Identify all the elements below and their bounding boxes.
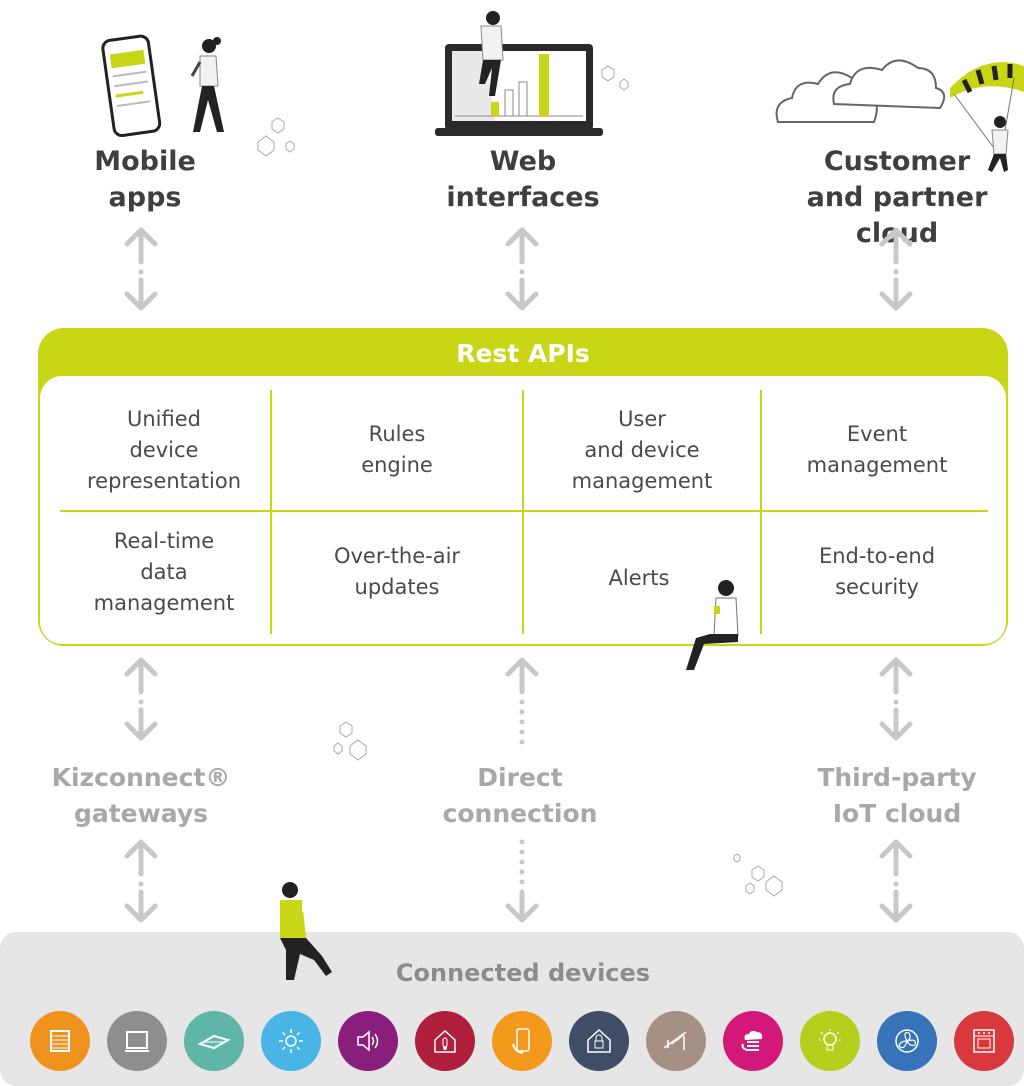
device-smart-lock: [569, 1011, 629, 1071]
hexagon-decoration: [601, 65, 629, 91]
device-speaker: [338, 1011, 398, 1071]
bidirectional-arrow: [124, 839, 158, 923]
hexagon-decoration: [733, 853, 783, 897]
downward-dotted-arrow: [505, 839, 539, 923]
mobile-phone-illustration: [101, 34, 224, 138]
device-window: [107, 1011, 167, 1071]
cell-divider: [60, 510, 988, 512]
bidirectional-arrow: [879, 227, 913, 311]
skylight-icon: [197, 1034, 231, 1050]
smart-lock-icon: [587, 1028, 611, 1053]
device-skylight: [184, 1011, 244, 1071]
hexagon-decoration: [333, 721, 367, 761]
fan-icon: [895, 1029, 919, 1053]
sitting-person-illustration: [280, 882, 332, 980]
sun-sensor-icon: [279, 1029, 303, 1053]
rest-apis-title: Rest APIs: [456, 339, 590, 368]
window-icon: [125, 1031, 149, 1052]
lightbulb-icon: [819, 1029, 841, 1051]
smartphone-icon: [512, 1028, 530, 1054]
device-thermostat: [415, 1011, 475, 1071]
bidirectional-arrow: [124, 227, 158, 311]
bidirectional-arrow: [879, 839, 913, 923]
cloud-link-icon: [741, 1030, 763, 1051]
sitting-person-illustration: [686, 580, 739, 670]
device-roller-shutter: [30, 1011, 90, 1071]
oven-icon: [973, 1029, 995, 1053]
cell-divider: [522, 390, 524, 634]
device-cloud-link: [723, 1011, 783, 1071]
device-lightbulb: [800, 1011, 860, 1071]
device-sun-sensor: [261, 1011, 321, 1071]
parachute-illustration: [950, 62, 1024, 172]
device-oven: [954, 1011, 1014, 1071]
laptop-chart-illustration: [435, 11, 603, 136]
device-smartphone: [492, 1011, 552, 1071]
bidirectional-arrow: [879, 657, 913, 741]
device-fan: [877, 1011, 937, 1071]
kizconnect-gateways-label: Kizconnect®gateways: [51, 763, 231, 828]
feature-alerts: Alerts: [608, 565, 670, 590]
roller-shutter-icon: [50, 1030, 70, 1052]
pergola-icon: [663, 1031, 687, 1050]
device-pergola: [646, 1011, 706, 1071]
speaker-icon: [357, 1030, 379, 1052]
thermostat-icon: [434, 1029, 456, 1053]
cell-divider: [760, 390, 762, 634]
clouds-illustration: [775, 59, 946, 123]
connected-devices-title: Connected devices: [395, 959, 651, 987]
cell-divider: [270, 390, 272, 634]
bidirectional-arrow: [505, 227, 539, 311]
hexagon-decoration: [257, 117, 295, 157]
upward-dotted-arrow: [505, 657, 539, 745]
bidirectional-arrow: [124, 657, 158, 741]
